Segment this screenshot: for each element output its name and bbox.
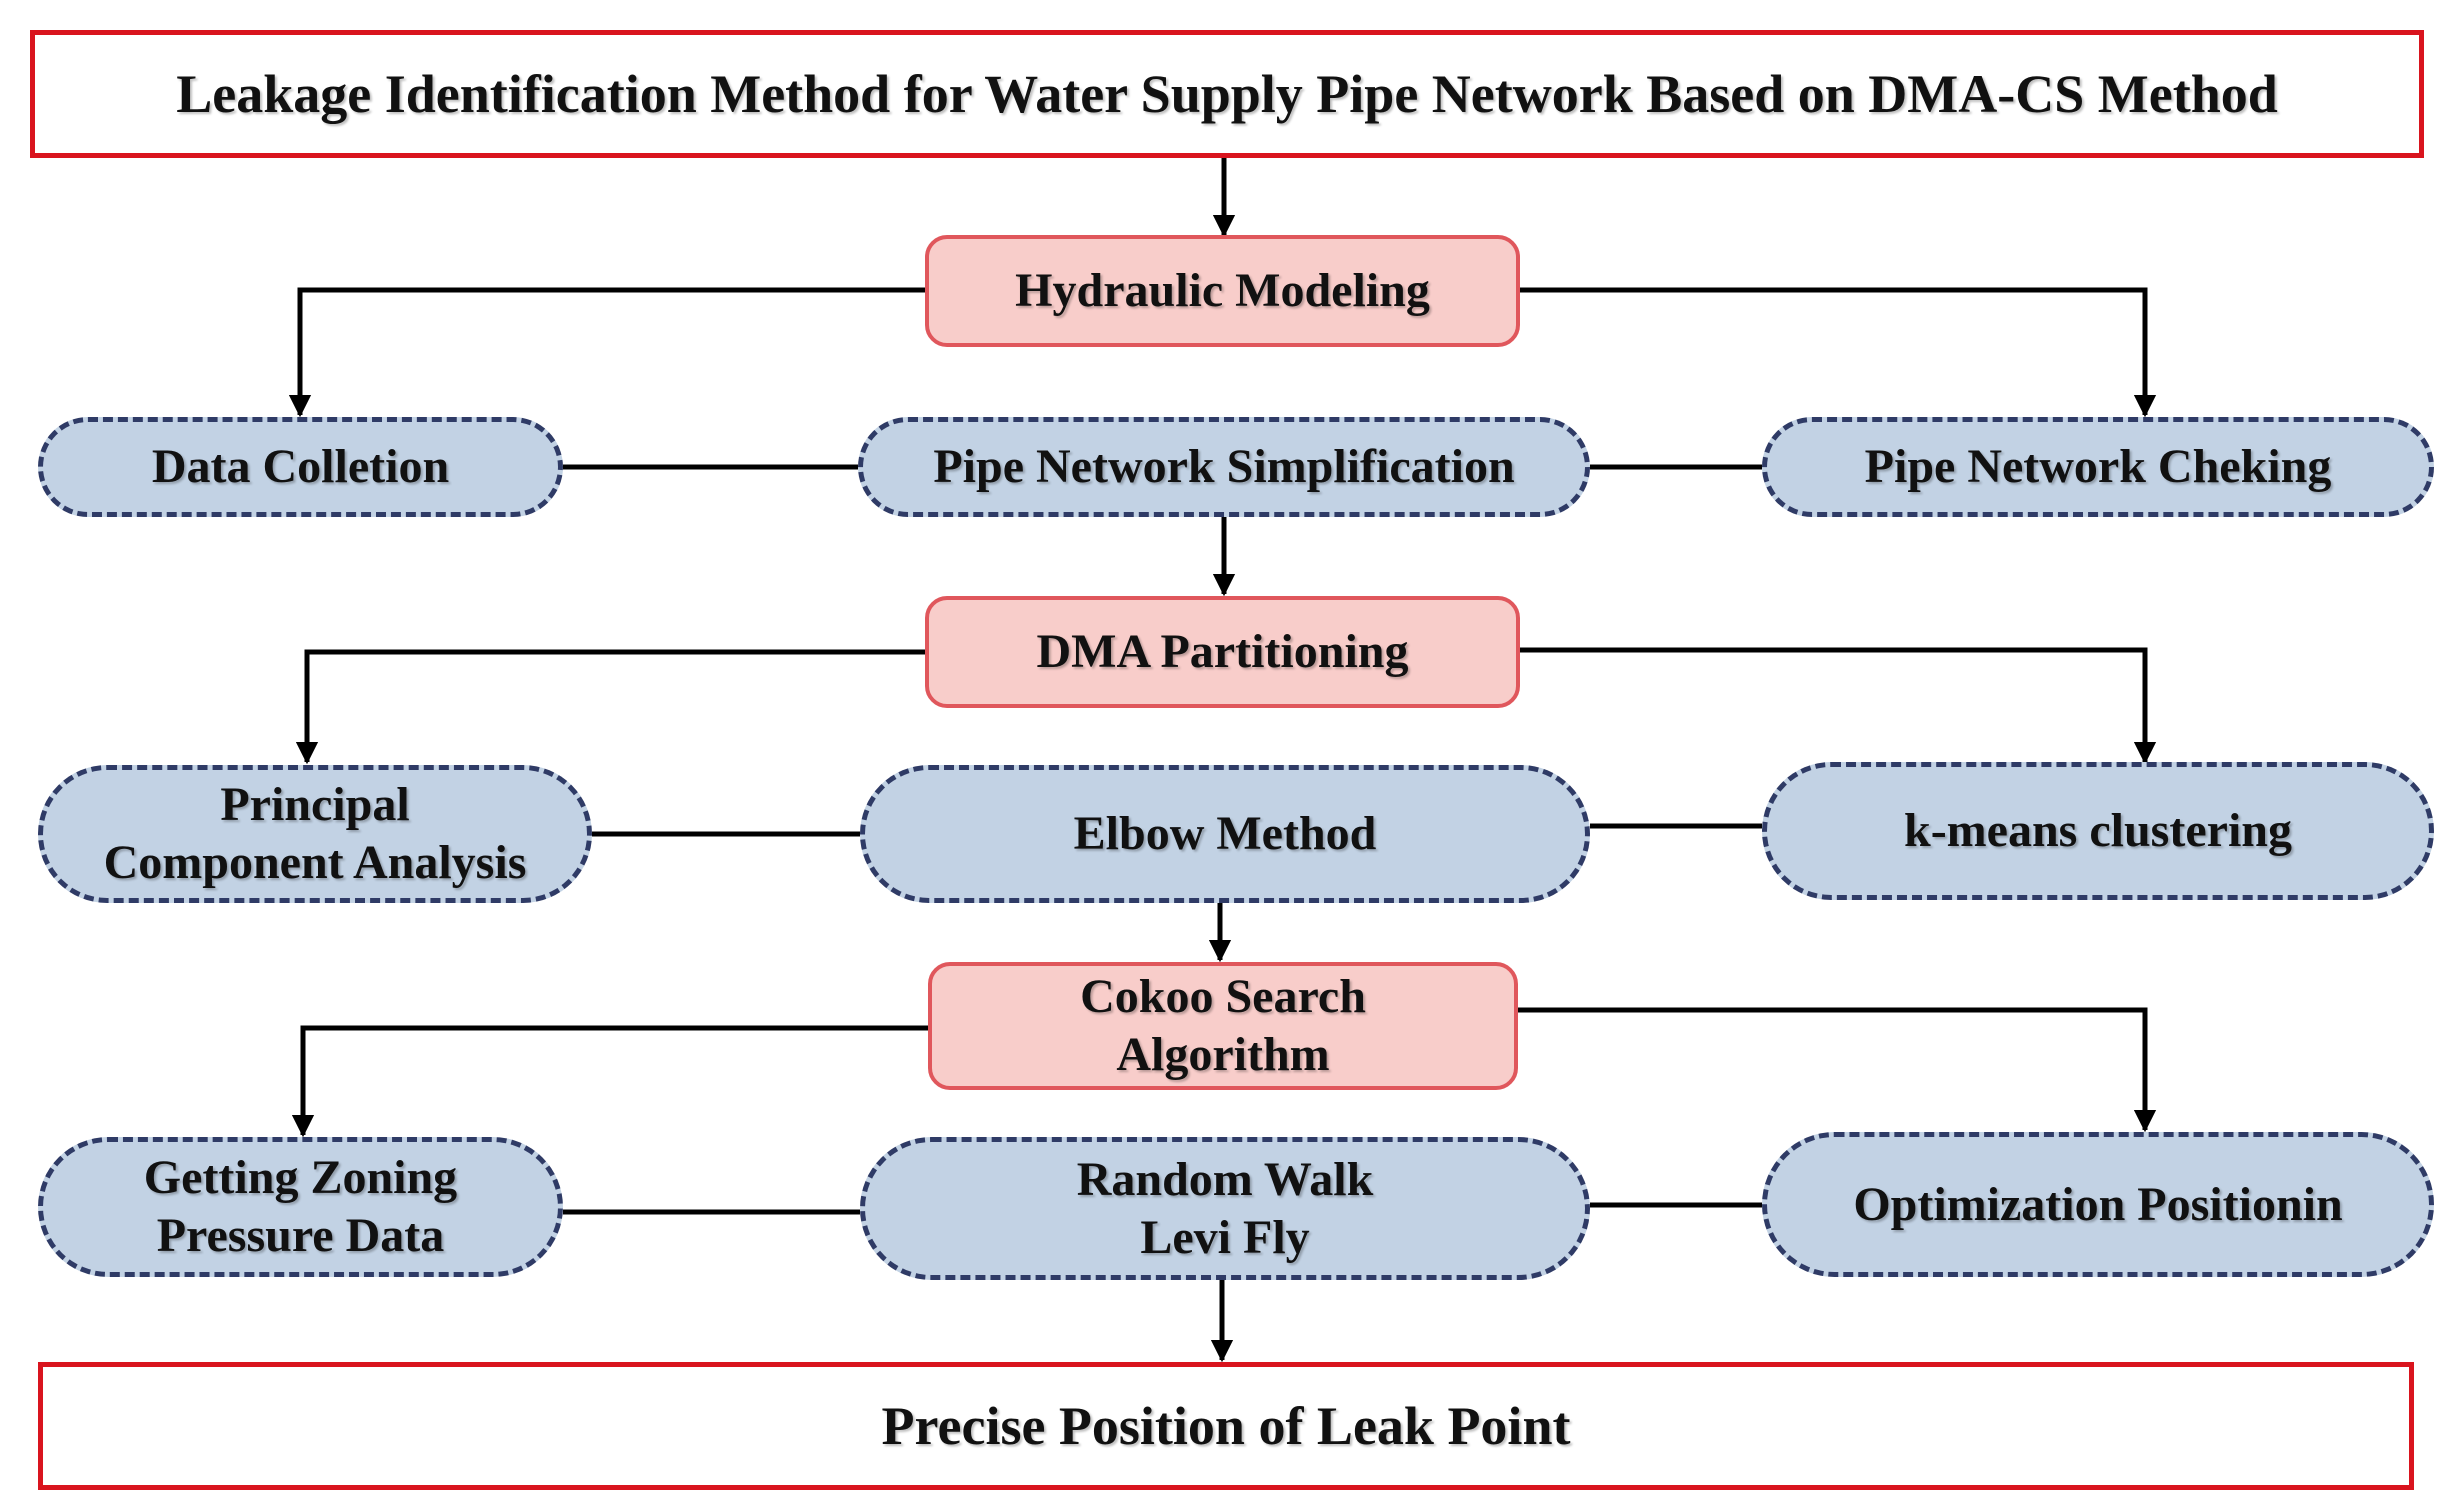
title-text: Leakage Identification Method for Water … [176, 63, 2278, 124]
node-zoning-label-line1: Getting Zoning [143, 1151, 458, 1205]
stage-cuckoo-label-line2: Algorithm [1116, 1028, 1330, 1081]
node-pipe-network-simplification: Pipe Network Simplification [858, 417, 1590, 517]
node-random-walk-label-line1: Random Walk [1076, 1152, 1374, 1206]
arrow-hydraulic-to-pipe-checking [1520, 287, 2157, 418]
node-random-walk-levi-fly: Random Walk Levi Fly [860, 1137, 1590, 1280]
title-box: Leakage Identification Method for Water … [30, 30, 2424, 158]
arrow-cuckoo-to-optimization [1518, 1007, 2157, 1133]
node-pca-label-line1: Principal [220, 778, 410, 832]
stage-hydraulic-modeling: Hydraulic Modeling [925, 235, 1520, 347]
node-checking-label: Pipe Network Cheking [1864, 440, 2332, 494]
node-k-means-clustering: k-means clustering [1762, 762, 2434, 900]
node-pca-label-line2: Component Analysis [103, 836, 527, 889]
stage-hydraulic-label: Hydraulic Modeling [1015, 264, 1430, 318]
stage-dma-partitioning: DMA Partitioning [925, 596, 1520, 708]
result-box: Precise Position of Leak Point [38, 1362, 2414, 1490]
node-pipe-network-checking: Pipe Network Cheking [1762, 417, 2434, 517]
node-data-collection: Data Colletion [38, 417, 563, 517]
node-elbow-label: Elbow Method [1073, 807, 1377, 861]
node-random-walk-label-line2: Levi Fly [1140, 1210, 1310, 1264]
arrow-dma-to-pca [295, 649, 925, 765]
stage-cuckoo-search-algorithm: Cokoo Search Algorithm [928, 962, 1518, 1090]
node-zoning-label-line2: Pressure Data [156, 1209, 445, 1262]
node-data-collection-label: Data Colletion [151, 440, 450, 494]
stage-dma-label: DMA Partitioning [1036, 625, 1409, 679]
node-kmeans-label: k-means clustering [1904, 804, 2292, 858]
node-simplification-label: Pipe Network Simplification [933, 440, 1515, 494]
node-getting-zoning-pressure-data: Getting Zoning Pressure Data [38, 1137, 563, 1277]
arrow-dma-to-kmeans [1520, 647, 2157, 765]
result-text: Precise Position of Leak Point [881, 1395, 1571, 1456]
arrow-hydraulic-to-data-collection [288, 287, 925, 418]
node-elbow-method: Elbow Method [860, 765, 1590, 903]
node-optimization-positioning: Optimization Positionin [1762, 1132, 2434, 1277]
node-optimization-label: Optimization Positionin [1853, 1177, 2343, 1231]
stage-cuckoo-label-line1: Cokoo Search [1080, 970, 1366, 1024]
arrow-cuckoo-to-zoning [291, 1025, 928, 1138]
node-principal-component-analysis: Principal Component Analysis [38, 765, 592, 903]
